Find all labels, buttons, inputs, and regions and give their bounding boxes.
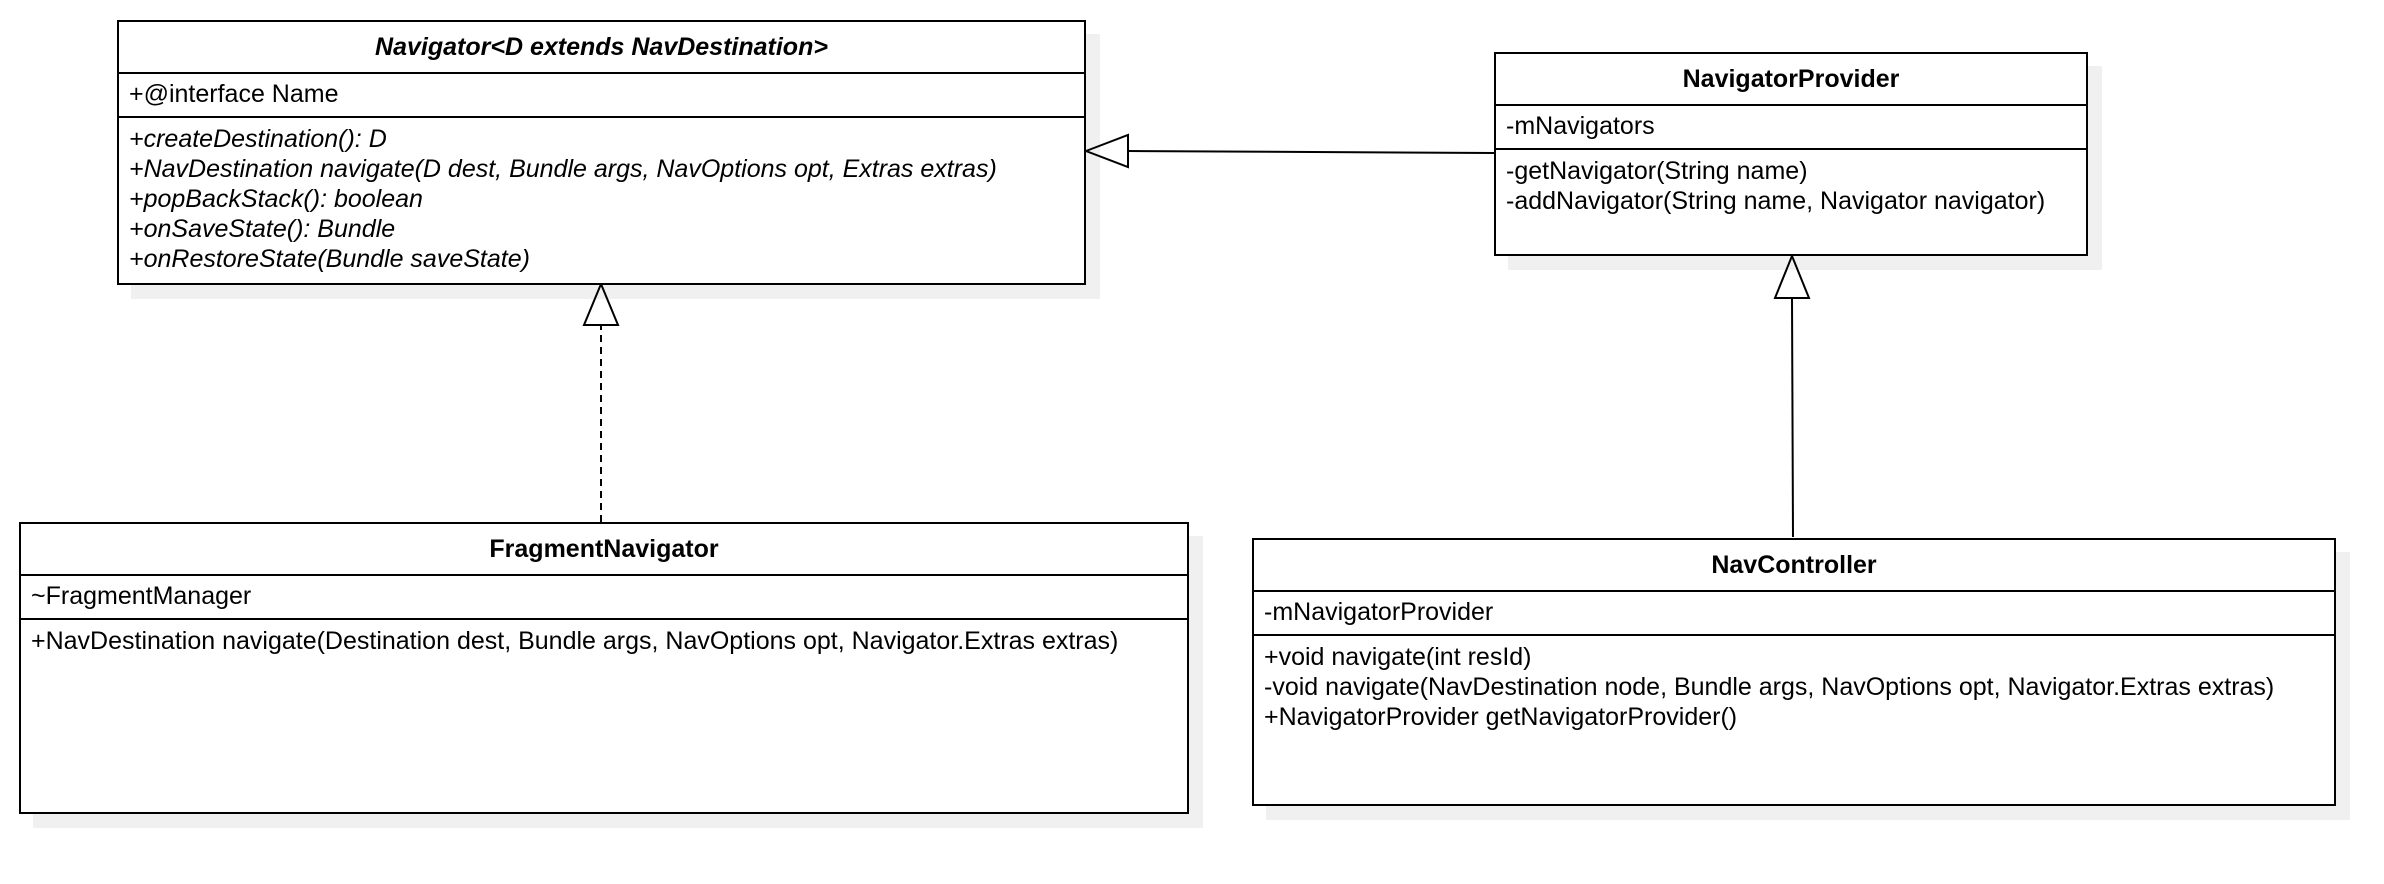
operation: +NavDestination navigate(D dest, Bundle …	[129, 155, 997, 183]
class-nav-controller-operations: +void navigate(int resId) -void navigate…	[1254, 636, 2334, 732]
attribute: +@interface Name	[129, 80, 339, 108]
class-fragment-navigator-attributes: ~FragmentManager	[21, 576, 1187, 620]
class-fragment-navigator-name: FragmentNavigator	[21, 524, 1187, 576]
operation: +createDestination(): D	[129, 125, 387, 153]
edge-controller-to-provider-arrowhead	[1773, 253, 1811, 299]
operation: +onSaveState(): Bundle	[129, 215, 396, 243]
operation: -void navigate(NavDestination node, Bund…	[1264, 673, 2275, 701]
class-navigator-provider[interactable]: NavigatorProvider -mNavigators -getNavig…	[1494, 52, 2088, 256]
class-navigator-name: Navigator<D extends NavDestination>	[119, 22, 1084, 74]
attribute: ~FragmentManager	[31, 582, 252, 610]
class-navigator-operations: +createDestination(): D +NavDestination …	[119, 118, 1084, 274]
operation: +NavigatorProvider getNavigatorProvider(…	[1264, 703, 1738, 731]
class-navigator[interactable]: Navigator<D extends NavDestination> +@in…	[117, 20, 1086, 285]
class-navigator-provider-attributes: -mNavigators	[1496, 106, 2086, 150]
operation: -getNavigator(String name)	[1506, 157, 1808, 185]
class-navigator-provider-operations: -getNavigator(String name) -addNavigator…	[1496, 150, 2086, 216]
edge-controller-to-provider	[1791, 297, 1794, 538]
class-fragment-navigator[interactable]: FragmentNavigator ~FragmentManager +NavD…	[19, 522, 1189, 814]
class-navigator-attributes: +@interface Name	[119, 74, 1084, 118]
class-nav-controller[interactable]: NavController -mNavigatorProvider +void …	[1252, 538, 2336, 806]
edge-fragment-to-navigator-arrowhead	[582, 281, 620, 326]
operation: +onRestoreState(Bundle saveState)	[129, 245, 530, 273]
edge-provider-to-navigator-arrowhead	[1083, 133, 1129, 169]
operation: +popBackStack(): boolean	[129, 185, 423, 213]
class-navigator-provider-name: NavigatorProvider	[1496, 54, 2086, 106]
operation: +NavDestination navigate(Destination des…	[31, 627, 1119, 655]
edge-provider-to-navigator	[1127, 150, 1495, 154]
attribute: -mNavigators	[1506, 112, 1655, 140]
class-nav-controller-attributes: -mNavigatorProvider	[1254, 592, 2334, 636]
attribute: -mNavigatorProvider	[1264, 598, 1494, 626]
operation: +void navigate(int resId)	[1264, 643, 1532, 671]
operation: -addNavigator(String name, Navigator nav…	[1506, 187, 2046, 215]
class-fragment-navigator-operations: +NavDestination navigate(Destination des…	[21, 620, 1187, 656]
class-nav-controller-name: NavController	[1254, 540, 2334, 592]
